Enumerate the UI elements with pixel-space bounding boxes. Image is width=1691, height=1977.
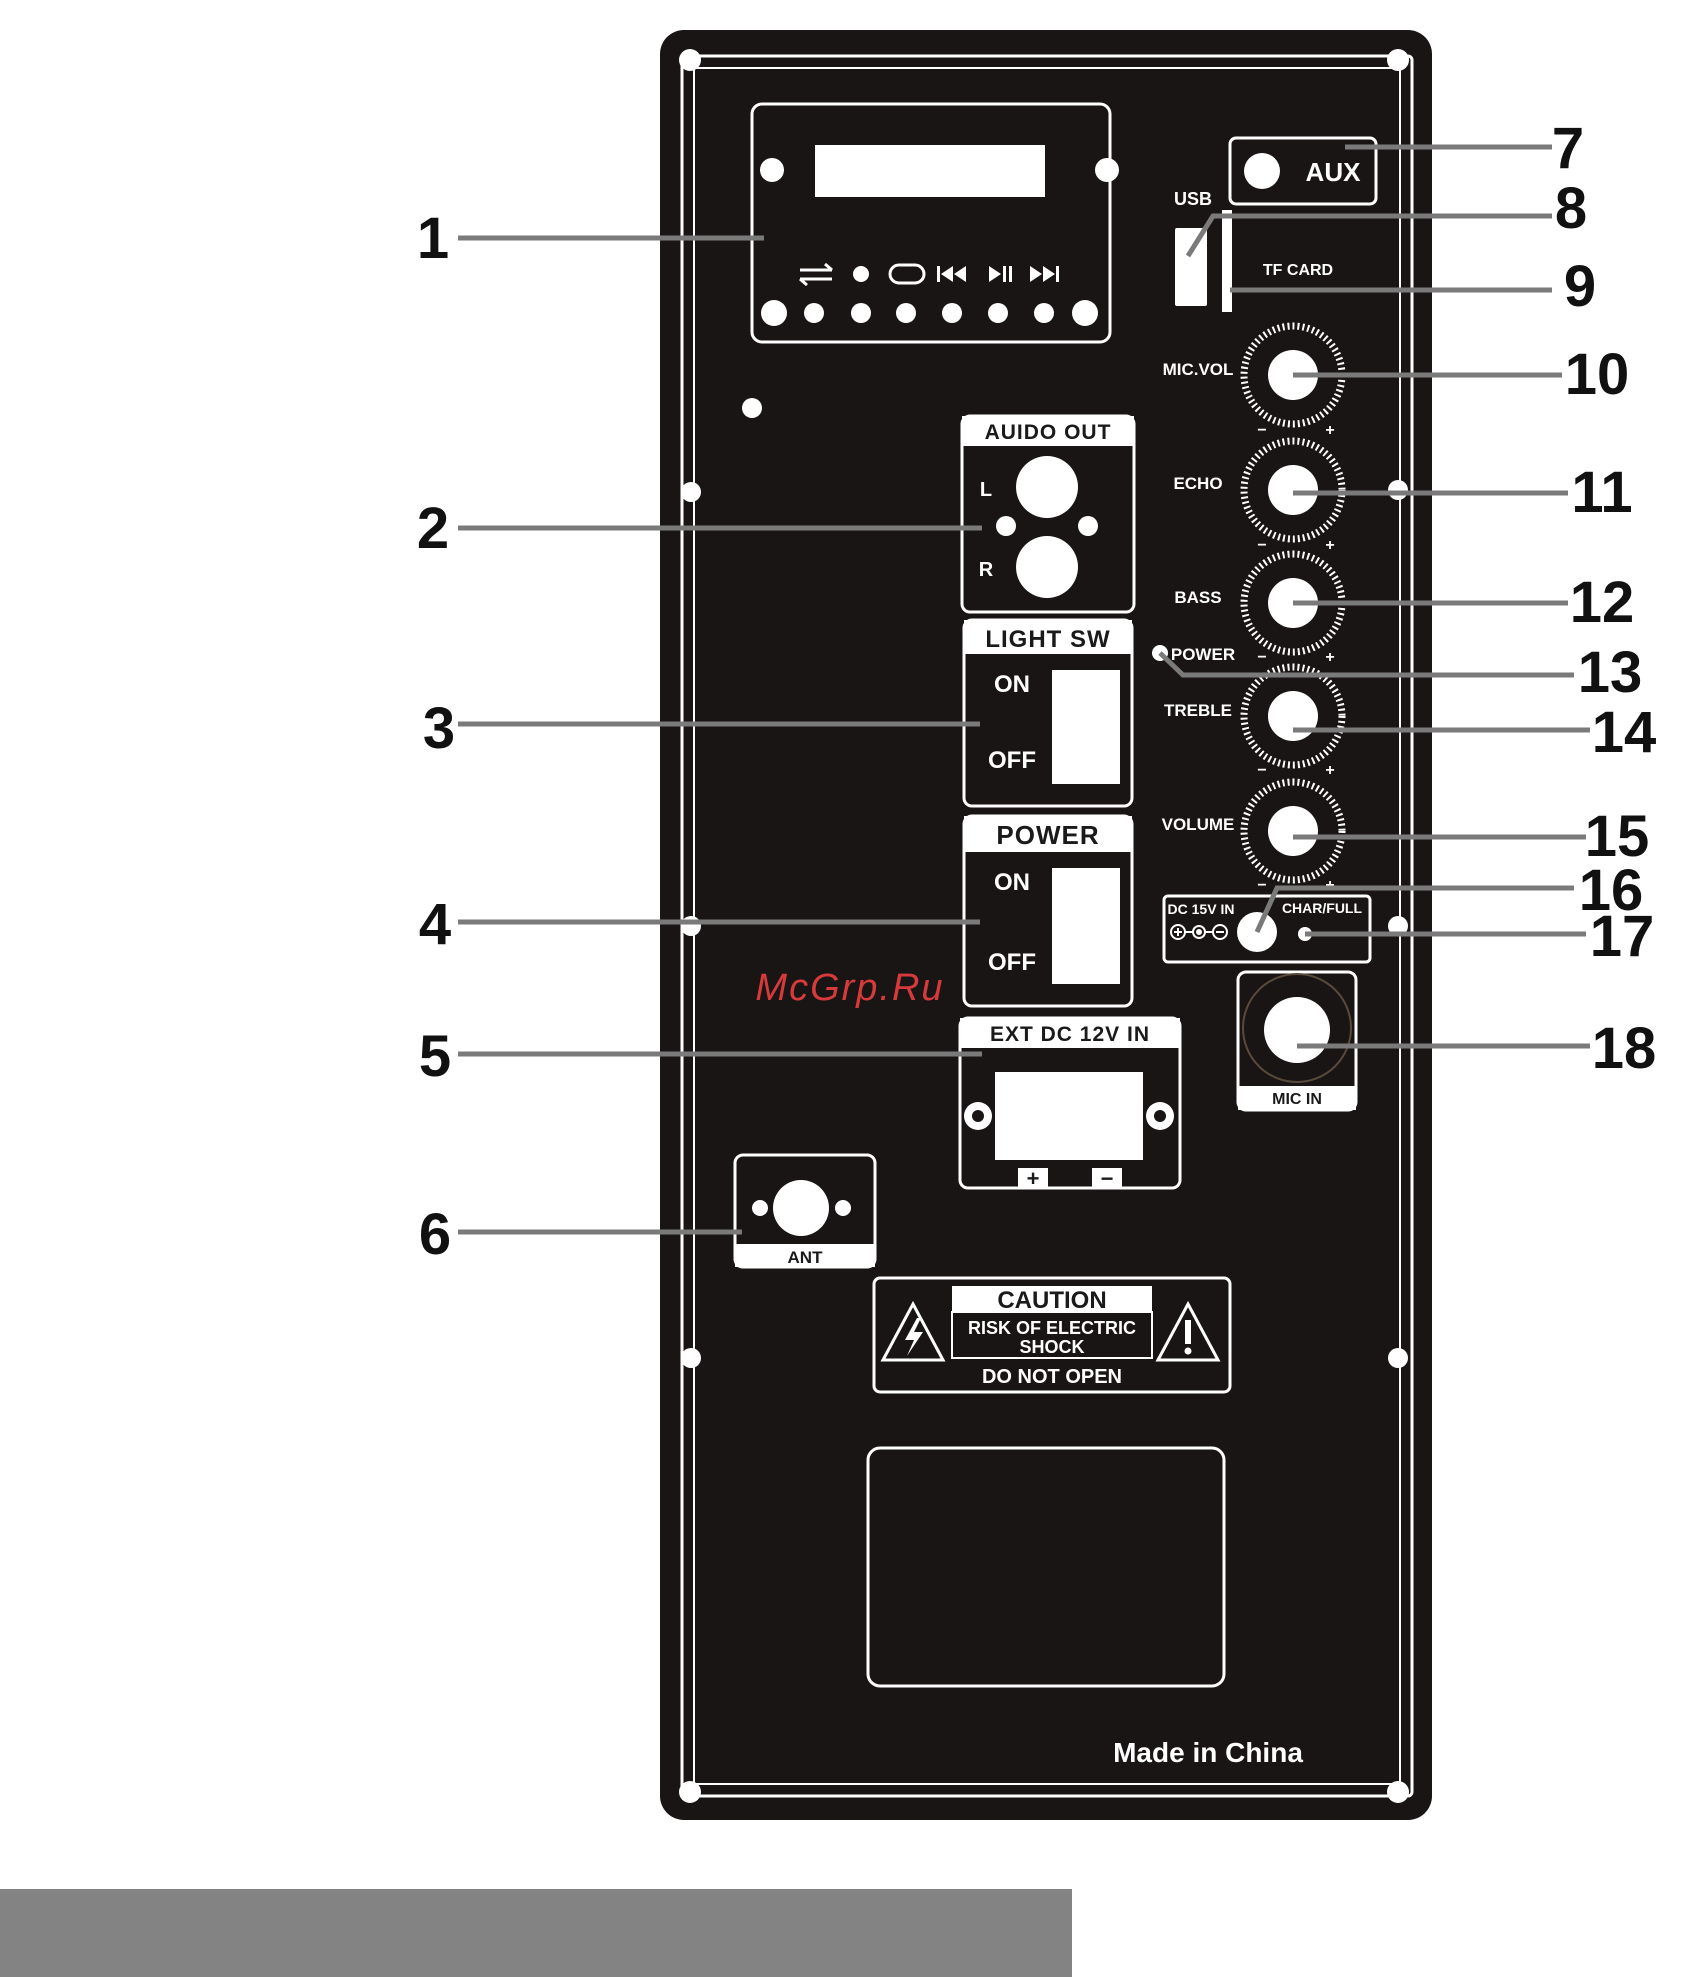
aux-jack[interactable] xyxy=(1244,153,1280,189)
display-screen xyxy=(815,145,1045,197)
watermark: McGrp.Ru xyxy=(755,967,944,1009)
treble-plus: + xyxy=(1325,762,1334,779)
callout-4: 4 xyxy=(419,892,451,957)
callout-10: 10 xyxy=(1565,342,1630,407)
treble-label: TREBLE xyxy=(1164,701,1232,720)
volume-knob[interactable] xyxy=(1268,806,1318,856)
callout-3: 3 xyxy=(423,696,455,761)
treble-knob[interactable] xyxy=(1268,691,1318,741)
bass-plus: + xyxy=(1325,649,1334,666)
panel-body xyxy=(660,30,1432,1820)
bass-label: BASS xyxy=(1174,588,1221,607)
ext-dc-minus: − xyxy=(1101,1166,1114,1191)
char-full-label: CHAR/FULL xyxy=(1282,900,1363,916)
echo-label: ECHO xyxy=(1173,474,1222,493)
tf-card-label: TF CARD xyxy=(1263,262,1333,279)
ant-connector[interactable] xyxy=(773,1180,829,1236)
volume-label: VOLUME xyxy=(1162,815,1235,834)
caution-line1: RISK OF ELECTRIC xyxy=(968,1318,1136,1338)
light-sw-rocker[interactable] xyxy=(1052,670,1120,784)
mic-vol-plus: + xyxy=(1325,422,1334,439)
mic-in-label: MIC IN xyxy=(1272,1091,1322,1108)
audio-out-r-label: R xyxy=(979,559,994,581)
callout-6: 6 xyxy=(419,1202,451,1267)
light-sw-off-label: OFF xyxy=(988,747,1036,774)
caution-title: CAUTION xyxy=(997,1287,1106,1314)
power-sw-rocker[interactable] xyxy=(1052,868,1120,984)
light-sw-on-label: ON xyxy=(994,671,1030,698)
ext-dc-plus: + xyxy=(1027,1166,1040,1191)
callout-11: 11 xyxy=(1571,460,1632,525)
mic-in-jack[interactable] xyxy=(1264,997,1330,1063)
dc-in-label: DC 15V IN xyxy=(1168,901,1235,917)
made-in-label: Made in China xyxy=(1113,1737,1303,1768)
audio-out-l-jack[interactable] xyxy=(1016,456,1078,518)
callout-8: 8 xyxy=(1555,176,1587,241)
echo-knob[interactable] xyxy=(1268,465,1318,515)
mic-vol-minus: − xyxy=(1257,422,1266,439)
audio-out-r-jack[interactable] xyxy=(1016,536,1078,598)
callout-7: 7 xyxy=(1552,116,1584,181)
volume-minus: − xyxy=(1257,877,1266,894)
caution-line2: SHOCK xyxy=(1019,1337,1084,1357)
light-sw-title: LIGHT SW xyxy=(985,626,1110,653)
ext-dc-title: EXT DC 12V IN xyxy=(990,1023,1150,1046)
record-icon xyxy=(853,266,869,282)
callout-2: 2 xyxy=(417,496,449,561)
usb-label: USB xyxy=(1174,189,1212,209)
callout-14: 14 xyxy=(1592,700,1657,765)
audio-out-l-label: L xyxy=(980,479,992,501)
callout-12: 12 xyxy=(1570,570,1635,635)
power-led-label: POWER xyxy=(1171,645,1235,664)
callout-9: 9 xyxy=(1564,254,1596,319)
callout-1: 1 xyxy=(417,206,449,271)
callout-17: 17 xyxy=(1590,904,1655,969)
ant-label: ANT xyxy=(788,1248,824,1267)
tf-card-slot[interactable] xyxy=(1222,210,1232,312)
power-sw-title: POWER xyxy=(996,820,1099,850)
echo-plus: + xyxy=(1325,537,1334,554)
caution-line3: DO NOT OPEN xyxy=(982,1366,1122,1388)
echo-minus: − xyxy=(1257,537,1266,554)
ext-dc-socket[interactable] xyxy=(995,1072,1143,1160)
bass-minus: − xyxy=(1257,649,1266,666)
bottom-bar xyxy=(0,1889,1072,1977)
aux-label: AUX xyxy=(1306,157,1362,187)
power-sw-on-label: ON xyxy=(994,869,1030,896)
callout-5: 5 xyxy=(419,1024,451,1089)
mic-vol-label: MIC.VOL xyxy=(1163,360,1234,379)
audio-out-title: AUIDO OUT xyxy=(985,421,1112,444)
usb-port[interactable] xyxy=(1175,228,1207,306)
power-sw-off-label: OFF xyxy=(988,949,1036,976)
treble-minus: − xyxy=(1257,762,1266,779)
callout-13: 13 xyxy=(1578,640,1643,705)
callout-18: 18 xyxy=(1592,1016,1657,1081)
